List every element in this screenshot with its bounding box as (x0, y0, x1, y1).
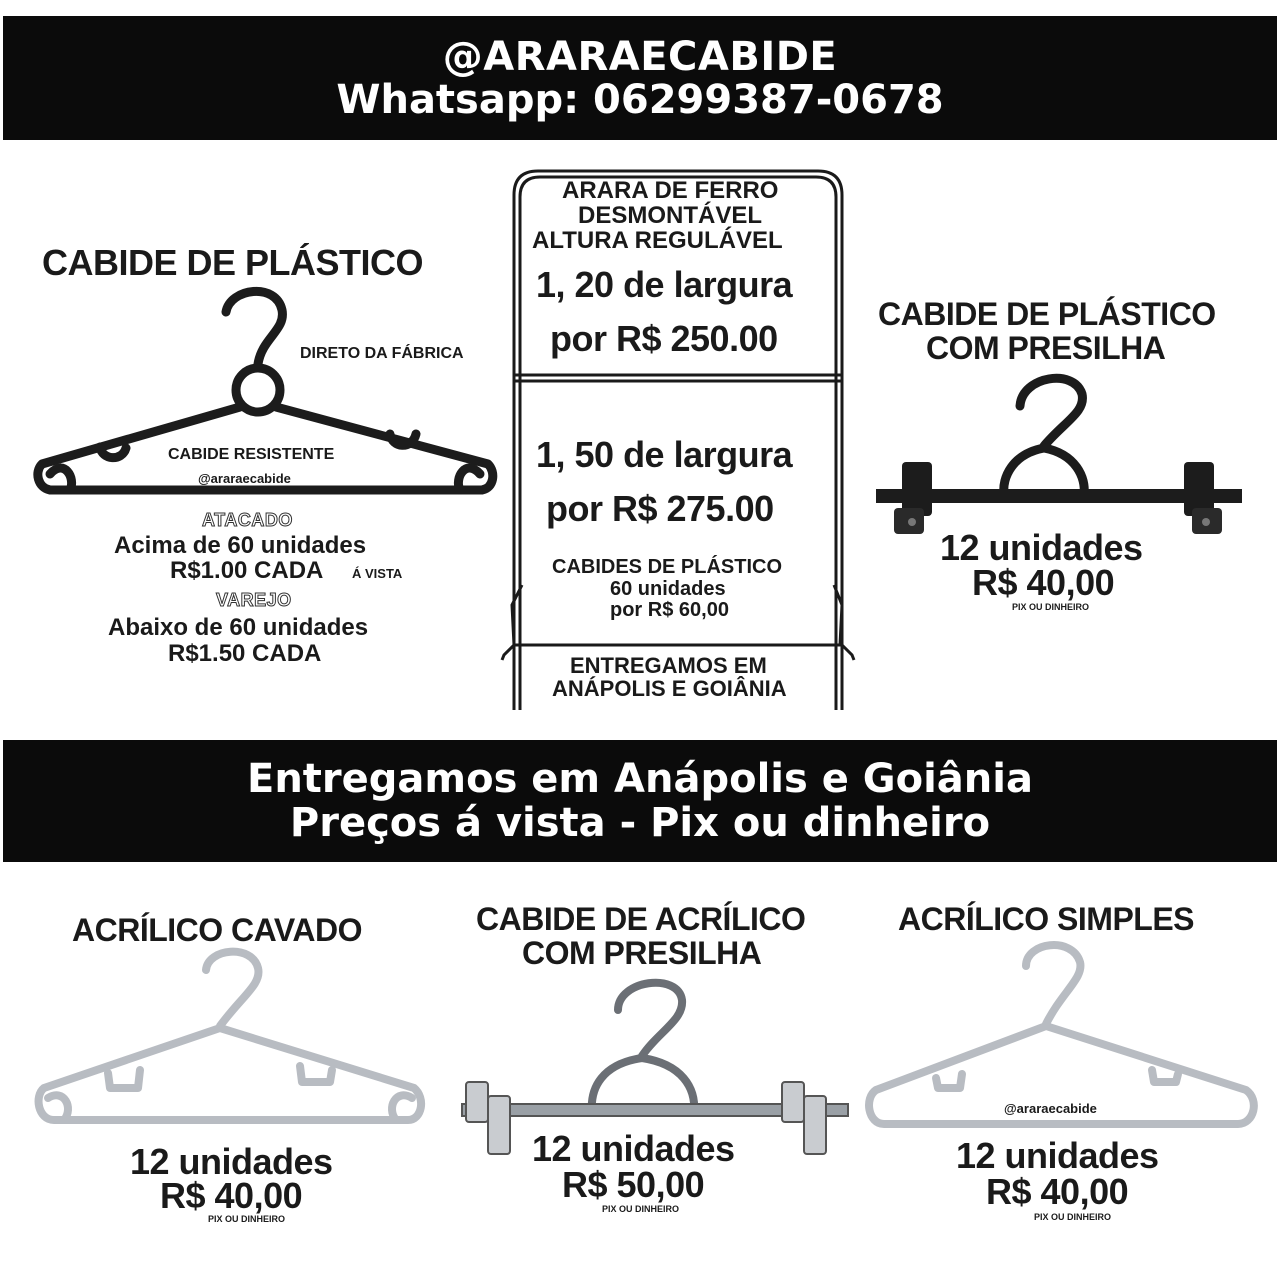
acrylic-cut-hanger-image (34, 947, 426, 1124)
plastic-hanger-image (33, 287, 498, 495)
wholesale-price: R$1.00 CADA (170, 557, 324, 584)
acrylic-cut-payment-note: PIX OU DINHEIRO (208, 1214, 286, 1224)
rack-title-line1: ARARA DE FERRO (562, 177, 779, 204)
rack-title-line3: ALTURA REGULÁVEL (532, 227, 783, 254)
clip-hanger-title-line1: CABIDE DE PLÁSTICO (878, 296, 1216, 332)
wholesale-cash-note: Á VISTA (352, 566, 403, 581)
resistant-text: CABIDE RESISTENTE (168, 446, 335, 463)
acrylic-simple-title: ACRÍLICO SIMPLES (898, 901, 1195, 937)
clip-hanger-image (876, 373, 1242, 534)
acrylic-clip-hanger-image (461, 978, 849, 1155)
wholesale-label: ATACADO (202, 510, 293, 531)
retail-price: R$1.50 CADA (168, 640, 322, 667)
rack-option2-price: por R$ 275.00 (546, 488, 774, 529)
banner-payment-text: Preços á vista - Pix ou dinheiro (289, 800, 991, 846)
clip-hanger-price: R$ 40,00 (972, 562, 1115, 603)
retail-quantity: Abaixo de 60 unidades (108, 614, 369, 641)
rack-bundle-line2: 60 unidades (610, 578, 726, 600)
acrylic-clip-price: R$ 50,00 (562, 1164, 705, 1205)
acrylic-cut-title: ACRÍLICO CAVADO (72, 912, 362, 948)
clip-hanger-title-line2: COM PRESILHA (926, 330, 1166, 366)
header-band: @ARARAECABIDE Whatsapp: 06299387-0678 (3, 16, 1277, 140)
acrylic-simple-handle: @araraecabide (1004, 1101, 1097, 1116)
acrylic-clip-payment-note: PIX OU DINHEIRO (602, 1204, 680, 1214)
rack-bundle-line3: por R$ 60,00 (610, 599, 729, 621)
rack-option1-price: por R$ 250.00 (550, 318, 778, 359)
acrylic-cut-price: R$ 40,00 (160, 1175, 303, 1216)
delivery-banner: Entregamos em Anápolis e Goiânia Preços … (3, 740, 1277, 862)
clip-hanger-quantity: 12 unidades (940, 527, 1143, 568)
header-handle: @ARARAECABIDE (442, 34, 838, 80)
rack-bundle-line1: CABIDES DE PLÁSTICO (552, 556, 783, 578)
acrylic-simple-quantity: 12 unidades (956, 1135, 1159, 1176)
rack-title-line2: DESMONTÁVEL (578, 202, 763, 229)
wholesale-quantity: Acima de 60 unidades (114, 532, 367, 559)
acrylic-clip-title-line1: CABIDE DE ACRÍLICO (476, 901, 806, 937)
acrylic-clip-quantity: 12 unidades (532, 1128, 735, 1169)
header-whatsapp: Whatsapp: 06299387-0678 (336, 77, 944, 123)
acrylic-simple-price: R$ 40,00 (986, 1171, 1129, 1212)
acrylic-simple-hanger-image (865, 941, 1258, 1128)
acrylic-cut-quantity: 12 unidades (130, 1141, 333, 1182)
banner-delivery-text: Entregamos em Anápolis e Goiânia (247, 756, 1033, 802)
plastic-hanger-title: CABIDE DE PLÁSTICO (42, 242, 424, 283)
rack-option1-width: 1, 20 de largura (536, 264, 793, 305)
plastic-hanger-handle: @araraecabide (198, 471, 291, 486)
direct-factory-text: DIRETO DA FÁBRICA (300, 345, 464, 362)
acrylic-simple-payment-note: PIX OU DINHEIRO (1034, 1212, 1112, 1222)
rack-frame-image (500, 169, 856, 710)
clip-hanger-payment-note: PIX OU DINHEIRO (1012, 602, 1090, 612)
retail-label: VAREJO (216, 590, 292, 611)
acrylic-clip-title-line2: COM PRESILHA (522, 935, 762, 971)
rack-option2-width: 1, 50 de largura (536, 434, 793, 475)
rack-delivery-line2: ANÁPOLIS E GOIÂNIA (552, 676, 787, 701)
rack-delivery-line1: ENTREGAMOS EM (570, 653, 767, 678)
